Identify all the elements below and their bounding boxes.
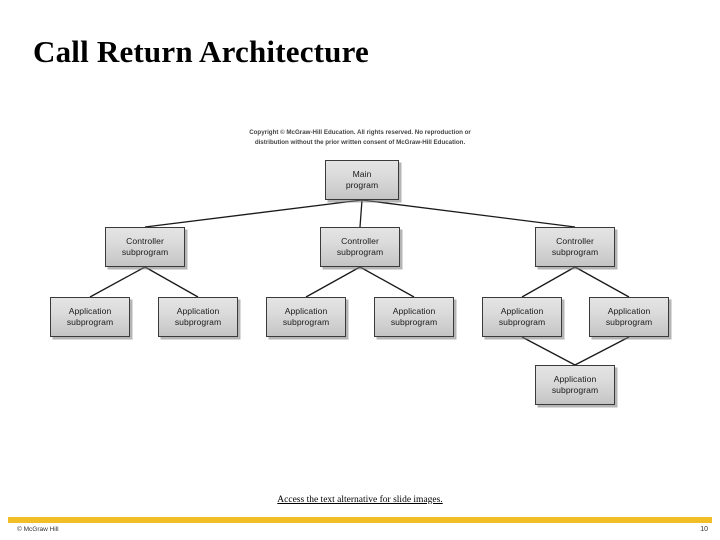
diagram-node-label: Application subprogram [390,306,438,327]
footer-divider [8,517,712,523]
diagram-edge-a6-to-a7 [574,336,630,366]
diagram-node-label: Application subprogram [498,306,546,327]
diagram-node-label: Application subprogram [551,374,599,395]
diagram-node-label: Main program [345,169,379,190]
diagram-node-a2[interactable]: Application subprogram [158,297,238,337]
diagram-node-a7[interactable]: Application subprogram [535,365,615,405]
diagram-node-c1[interactable]: Controller subprogram [105,227,185,267]
diagram-edge-main-to-c3 [361,199,576,228]
diagram-node-main[interactable]: Main program [325,160,399,200]
diagram-node-a3[interactable]: Application subprogram [266,297,346,337]
diagram-edge-main-to-c1 [144,199,363,228]
diagram-edge-c1-to-a1 [89,266,146,298]
diagram-node-label: Application subprogram [66,306,114,327]
diagram-node-a5[interactable]: Application subprogram [482,297,562,337]
diagram-node-c2[interactable]: Controller subprogram [320,227,400,267]
diagram-node-label: Controller subprogram [336,236,384,257]
diagram-edge-c2-to-a4 [359,266,415,298]
diagram-node-label: Controller subprogram [551,236,599,257]
diagram-node-label: Application subprogram [605,306,653,327]
diagram-edge-a5-to-a7 [521,336,576,366]
diagram-node-a4[interactable]: Application subprogram [374,297,454,337]
diagram-edge-c3-to-a6 [574,266,630,298]
alt-text-link[interactable]: Access the text alternative for slide im… [277,495,443,505]
footer-credit: © McGraw Hill [17,526,59,533]
diagram-node-label: Application subprogram [174,306,222,327]
diagram-edge-c3-to-a5 [521,266,576,298]
page-number: 10 [700,526,708,533]
diagram-edge-main-to-c2 [359,199,363,228]
diagram-node-label: Application subprogram [282,306,330,327]
diagram-node-a1[interactable]: Application subprogram [50,297,130,337]
copyright-line-2: distribution without the prior written c… [254,138,466,146]
diagram-node-label: Controller subprogram [121,236,169,257]
diagram-edge-c1-to-a2 [144,266,199,298]
diagram-connector-lines [89,199,630,366]
copyright-notice: Copyright © McGraw-Hill Education. All r… [160,128,560,147]
diagram-edge-c2-to-a3 [305,266,361,298]
diagram-node-c3[interactable]: Controller subprogram [535,227,615,267]
page-title: Call Return Architecture [33,34,369,69]
copyright-line-1: Copyright © McGraw-Hill Education. All r… [249,129,471,136]
diagram-node-a6[interactable]: Application subprogram [589,297,669,337]
